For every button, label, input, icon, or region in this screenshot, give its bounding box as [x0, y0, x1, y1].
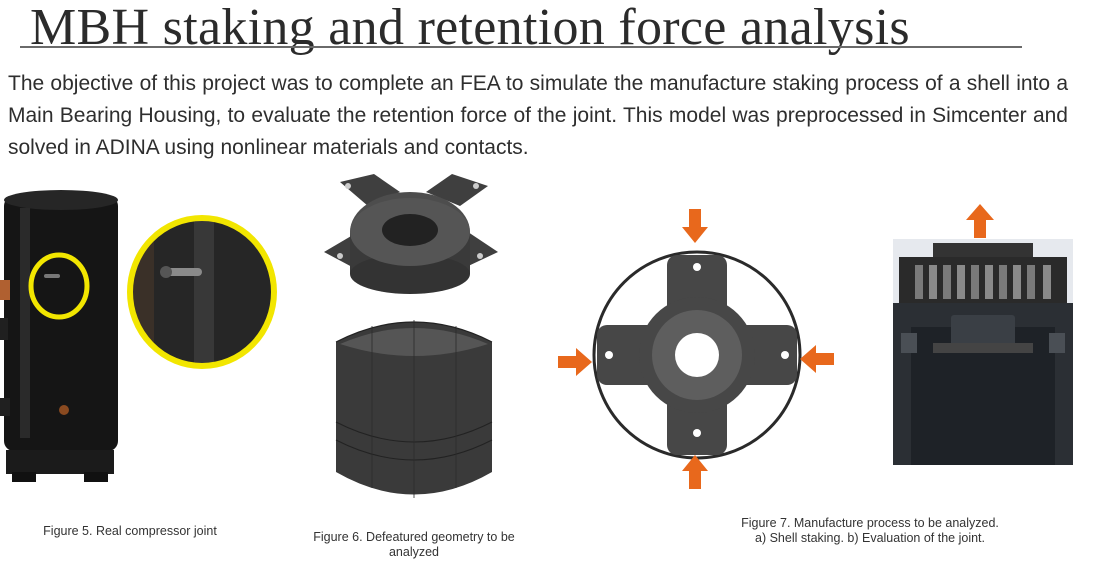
arrow-up-icon: [682, 455, 708, 489]
slide-title: MBH staking and retention force analysis: [30, 0, 910, 56]
objective-paragraph: The objective of this project was to com…: [8, 72, 1068, 159]
arrow-right-icon: [558, 348, 592, 376]
figure-6-caption-line1: Figure 6. Defeatured geometry to be: [313, 530, 515, 544]
shell-ring-model: [332, 312, 496, 502]
arrow-up-icon: [966, 204, 994, 238]
figure-7-caption-line2: a) Shell staking. b) Evaluation of the j…: [755, 531, 985, 545]
joint-closeup-zoom: [124, 212, 280, 372]
figure-6-caption-line2: analyzed: [388, 545, 440, 559]
compressor-photo: [0, 188, 130, 488]
joint-highlight-circle: [27, 251, 91, 321]
joint-evaluation-section-view: [893, 239, 1073, 465]
staking-top-view: [557, 205, 837, 491]
mbh-housing-model: [318, 172, 502, 302]
arrow-left-icon: [800, 345, 834, 373]
figure-7-caption-line1: Figure 7. Manufacture process to be anal…: [741, 516, 999, 530]
figure-6-caption: Figure 6. Defeatured geometry to be anal…: [294, 530, 534, 560]
arrow-down-icon: [682, 209, 708, 243]
figure-7-caption: Figure 7. Manufacture process to be anal…: [720, 516, 1020, 546]
figure-5-caption-text: Figure 5. Real compressor joint: [43, 524, 217, 538]
figure-5-caption: Figure 5. Real compressor joint: [20, 524, 240, 539]
title-underline: [20, 46, 1022, 48]
